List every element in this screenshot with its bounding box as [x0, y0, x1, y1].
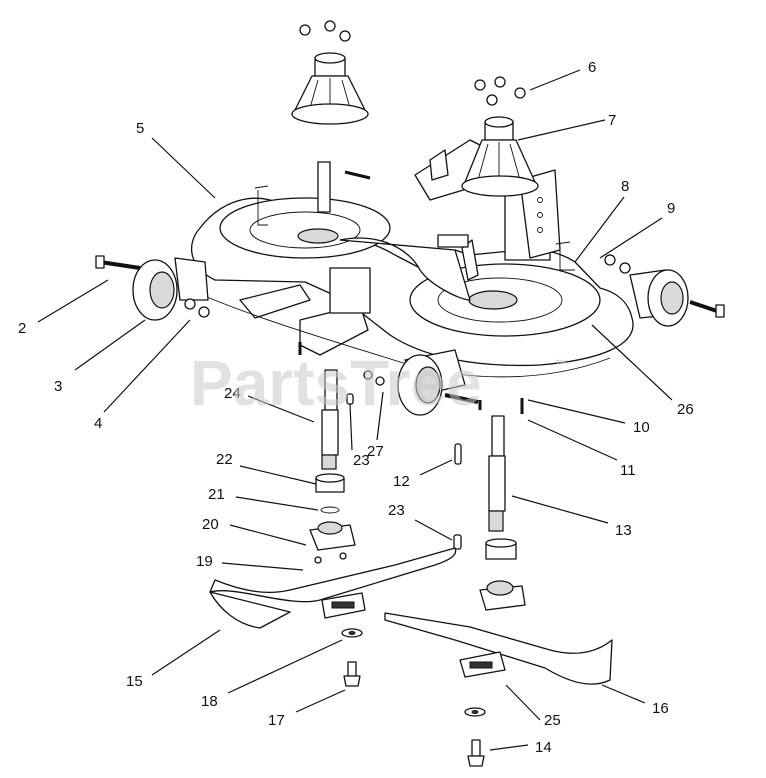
- spindle-shaft-right: [488, 415, 506, 532]
- callout-14: 15: [126, 673, 143, 690]
- hanger-pin-right: [555, 241, 575, 271]
- flange-bolts: [298, 170, 524, 414]
- spindle-housing-left: [291, 20, 369, 213]
- washer-left: [341, 628, 363, 638]
- callout-27: 27: [367, 443, 384, 460]
- snap-ring-left: [320, 506, 340, 514]
- shaft-key-right: [454, 443, 462, 465]
- callout-11: 12: [393, 473, 410, 490]
- callout-7: 8: [621, 178, 629, 195]
- watermark-text: PartsTree: [190, 347, 482, 419]
- spindle-shaft-left: [321, 369, 339, 470]
- callout-22: 23: [353, 452, 370, 469]
- gauge-wheel-left: [132, 257, 209, 321]
- callout-26: 26: [677, 401, 694, 418]
- callout-15: 16: [652, 700, 669, 717]
- blade-adapter-left: [321, 592, 366, 619]
- callout-18: 19: [196, 553, 213, 570]
- lock-nuts-front: [363, 370, 385, 386]
- callout-4: 5: [136, 120, 144, 137]
- washer-right: [464, 707, 486, 717]
- callout-10: 11: [620, 462, 636, 479]
- blade-right: [384, 612, 613, 685]
- callout-23: 23: [388, 502, 405, 519]
- wheel-bolt-right: [689, 300, 725, 318]
- shaft-key-lower: [453, 534, 462, 550]
- bearing-housing-left: [309, 521, 356, 564]
- callout-16: 17: [268, 712, 285, 729]
- callout-2: 3: [54, 378, 62, 395]
- bearing-housing-right: [479, 580, 526, 611]
- callout-24: 24: [224, 385, 241, 402]
- callout-3: 4: [94, 415, 102, 432]
- leader-lines: [37, 69, 673, 751]
- blade-adapter-right: [459, 651, 506, 678]
- lock-nuts-right: [604, 254, 631, 274]
- callout-13: 14: [535, 739, 552, 756]
- wheel-bolt-left: [95, 255, 141, 270]
- partstree-watermark: PartsTree ™: [190, 347, 567, 419]
- hanger-pin-left: [254, 185, 269, 226]
- blade-bolt-left: [343, 661, 361, 687]
- spacer-right: [485, 538, 517, 560]
- lock-nuts-left: [184, 298, 210, 318]
- callout-21: 22: [216, 451, 233, 468]
- callout-25: 25: [544, 712, 561, 729]
- callout-12: 13: [615, 522, 632, 539]
- spacer-left: [315, 473, 345, 493]
- blade-bolt-right: [467, 739, 485, 767]
- callout-6: 7: [608, 112, 616, 129]
- gauge-wheel-right: [629, 269, 689, 327]
- callout-8: 9: [667, 200, 675, 217]
- watermark-tm: ™: [555, 357, 567, 371]
- gauge-wheel-front: [397, 349, 466, 416]
- callout-9: 10: [633, 419, 650, 436]
- wheel-bolt-front: [444, 393, 479, 404]
- callout-20: 21: [208, 486, 225, 503]
- callout-17: 18: [201, 693, 218, 710]
- callout-5: 6: [588, 59, 596, 76]
- callout-1: 2: [18, 320, 26, 337]
- spindle-housing-right: [437, 76, 539, 281]
- blade-left: [209, 547, 457, 629]
- callout-19: 20: [202, 516, 219, 533]
- mower-deck-housing: [189, 139, 634, 378]
- callout-labels: 2 3 4 5 6 7 8 9 10 11 12 13 14 15 16 17 …: [18, 59, 694, 756]
